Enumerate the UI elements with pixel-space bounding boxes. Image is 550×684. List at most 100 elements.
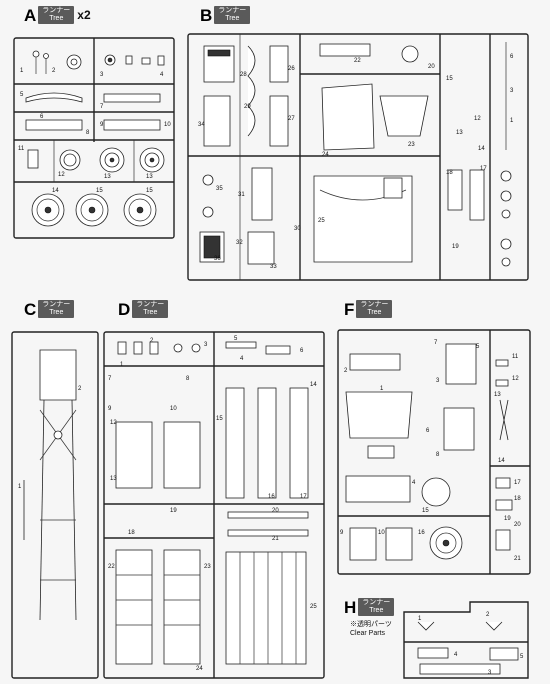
clear-parts-note-en: Clear Parts — [350, 630, 386, 637]
tree-c-label: C ランナー Tree — [24, 299, 75, 319]
svg-text:11: 11 — [512, 354, 519, 360]
svg-text:15: 15 — [446, 76, 453, 82]
svg-text:9: 9 — [100, 122, 104, 128]
tree-d-jp: ランナー — [136, 301, 165, 308]
svg-text:5: 5 — [520, 654, 524, 660]
svg-text:6: 6 — [300, 348, 304, 354]
svg-text:24: 24 — [196, 666, 203, 672]
svg-text:31: 31 — [238, 192, 245, 198]
tree-c-runner: 21 — [11, 331, 99, 679]
svg-text:28: 28 — [240, 72, 247, 78]
tree-h-en: Tree — [369, 607, 384, 614]
svg-text:5: 5 — [476, 344, 480, 350]
svg-text:18: 18 — [446, 170, 453, 176]
svg-text:5: 5 — [20, 92, 24, 98]
tree-h-letter: H — [344, 597, 357, 617]
tree-a-label: A ランナー Tree x2 — [24, 6, 91, 24]
svg-text:1: 1 — [120, 362, 124, 368]
svg-text:24: 24 — [322, 152, 329, 158]
tree-a-tag: ランナー Tree — [38, 6, 75, 24]
svg-text:10: 10 — [378, 530, 385, 536]
tree-a-en: Tree — [49, 15, 64, 22]
svg-text:9: 9 — [340, 530, 344, 536]
svg-text:19: 19 — [504, 516, 511, 522]
tree-h-label: H ランナー Tree — [344, 597, 395, 617]
svg-text:33: 33 — [270, 264, 277, 270]
svg-text:2: 2 — [150, 338, 154, 344]
svg-text:2: 2 — [52, 68, 56, 74]
svg-text:29: 29 — [244, 104, 251, 110]
svg-text:36: 36 — [214, 256, 221, 262]
svg-text:17: 17 — [300, 494, 307, 500]
svg-text:17: 17 — [480, 166, 487, 172]
svg-text:6: 6 — [426, 428, 430, 434]
svg-text:16: 16 — [418, 530, 425, 536]
svg-text:3: 3 — [204, 342, 208, 348]
svg-text:23: 23 — [408, 142, 415, 148]
svg-text:13: 13 — [104, 174, 111, 180]
tree-c-jp: ランナー — [42, 301, 71, 308]
svg-text:4: 4 — [240, 356, 244, 362]
svg-text:32: 32 — [236, 240, 243, 246]
tree-f-tag: ランナー Tree — [356, 300, 393, 318]
tree-d-label: D ランナー Tree — [118, 299, 169, 319]
svg-text:6: 6 — [510, 54, 514, 60]
svg-text:1: 1 — [380, 386, 384, 392]
svg-text:15: 15 — [422, 508, 429, 514]
svg-text:2: 2 — [486, 612, 490, 618]
svg-text:27: 27 — [288, 116, 295, 122]
svg-text:20: 20 — [272, 508, 279, 514]
tree-c-letter: C — [24, 299, 37, 319]
svg-text:17: 17 — [514, 480, 521, 486]
svg-text:9: 9 — [108, 406, 112, 412]
svg-text:20: 20 — [514, 522, 521, 528]
tree-f-jp: ランナー — [360, 301, 389, 308]
svg-text:12: 12 — [110, 420, 117, 426]
clear-parts-note: ※透明パーツ Clear Parts — [350, 620, 392, 638]
svg-text:3: 3 — [436, 378, 440, 384]
tree-c-en: Tree — [49, 309, 64, 316]
svg-text:8: 8 — [186, 376, 190, 382]
tree-a-multiplier: x2 — [77, 8, 91, 22]
svg-text:30: 30 — [294, 226, 301, 232]
svg-text:10: 10 — [170, 406, 177, 412]
tree-b-en: Tree — [225, 15, 240, 22]
svg-text:7: 7 — [108, 376, 112, 382]
svg-text:10: 10 — [164, 122, 171, 128]
svg-text:14: 14 — [478, 146, 485, 152]
svg-text:2: 2 — [344, 368, 348, 374]
svg-text:18: 18 — [514, 496, 521, 502]
svg-text:13: 13 — [110, 476, 117, 482]
svg-text:3: 3 — [510, 88, 514, 94]
svg-text:7: 7 — [434, 340, 438, 346]
tree-d-en: Tree — [143, 309, 158, 316]
tree-b-jp: ランナー — [218, 7, 247, 14]
tree-f-letter: F — [344, 299, 355, 319]
svg-text:16: 16 — [268, 494, 275, 500]
svg-text:35: 35 — [216, 186, 223, 192]
svg-text:14: 14 — [52, 188, 59, 194]
svg-text:12: 12 — [474, 116, 481, 122]
svg-text:3: 3 — [100, 72, 104, 78]
tree-b-label: B ランナー Tree — [200, 5, 251, 25]
svg-text:20: 20 — [428, 64, 435, 70]
svg-text:6: 6 — [40, 114, 44, 120]
tree-b-letter: B — [200, 5, 213, 25]
svg-text:1: 1 — [510, 118, 514, 124]
svg-text:12: 12 — [58, 172, 65, 178]
svg-text:4: 4 — [454, 652, 458, 658]
svg-text:34: 34 — [198, 122, 205, 128]
svg-text:21: 21 — [514, 556, 521, 562]
svg-text:26: 26 — [288, 66, 295, 72]
svg-text:1: 1 — [418, 616, 422, 622]
svg-text:13: 13 — [494, 392, 501, 398]
tree-d-letter: D — [118, 299, 131, 319]
svg-text:15: 15 — [216, 416, 223, 422]
svg-text:22: 22 — [108, 564, 115, 570]
svg-text:19: 19 — [452, 244, 459, 250]
